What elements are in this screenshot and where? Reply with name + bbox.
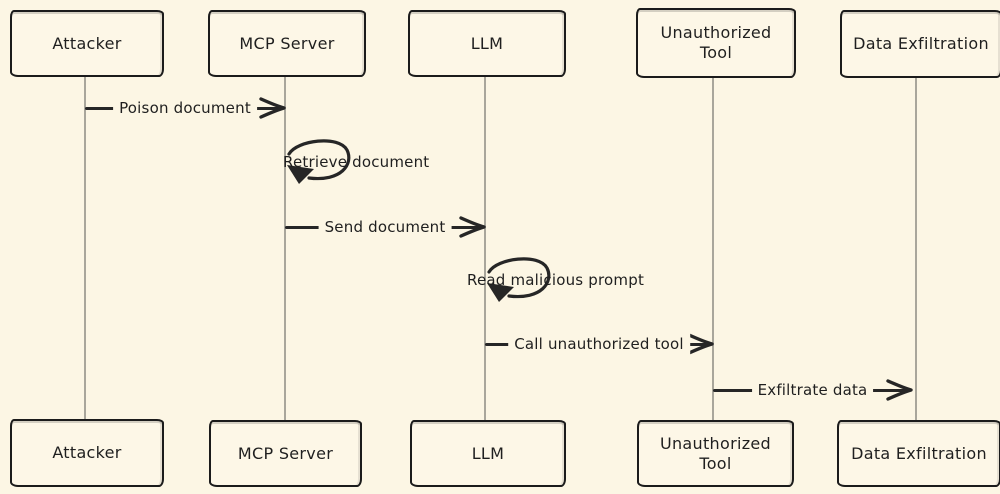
actor-box-llm-bottom: LLM bbox=[410, 420, 566, 487]
arrow-right-icon bbox=[459, 216, 486, 238]
lifeline-llm bbox=[484, 72, 486, 422]
message-exfiltrate-data: Exfiltrate data bbox=[713, 379, 913, 401]
arrow-right-icon bbox=[259, 97, 286, 119]
lifeline-mcp-server bbox=[284, 72, 286, 422]
actor-label: LLM bbox=[470, 33, 504, 53]
actor-label: Attacker bbox=[52, 33, 122, 53]
message-label: Retrieve document bbox=[283, 153, 430, 171]
actor-box-unauthorized-tool-bottom: Unauthorized Tool bbox=[637, 420, 794, 487]
actor-box-data-exfiltration-bottom: Data Exfiltration bbox=[837, 420, 1000, 487]
actor-box-attacker-bottom: Attacker bbox=[10, 419, 164, 487]
actor-label: LLM bbox=[471, 443, 505, 463]
message-label: Call unauthorized tool bbox=[508, 333, 690, 355]
actor-label: Unauthorized Tool bbox=[659, 433, 772, 473]
actor-label: MCP Server bbox=[239, 33, 335, 53]
message-call-unauthorized-tool: Call unauthorized tool bbox=[485, 333, 714, 355]
actor-box-unauthorized-tool-top: Unauthorized Tool bbox=[636, 8, 796, 78]
self-message-read-malicious-prompt: Read malicious prompt bbox=[467, 256, 663, 314]
actor-label: Attacker bbox=[52, 443, 122, 462]
message-label: Poison document bbox=[113, 97, 257, 119]
lifeline-data-exfiltration bbox=[915, 72, 917, 422]
message-label: Read malicious prompt bbox=[467, 271, 645, 289]
actor-box-mcp-server-bottom: MCP Server bbox=[209, 420, 362, 487]
message-poison-document: Poison document bbox=[85, 97, 286, 119]
actor-label: Data Exfiltration bbox=[853, 34, 989, 53]
actor-box-data-exfiltration-top: Data Exfiltration bbox=[840, 10, 1000, 78]
lifeline-unauthorized-tool bbox=[712, 72, 714, 422]
self-loop-arrow-icon bbox=[487, 257, 551, 302]
actor-label: MCP Server bbox=[237, 443, 334, 463]
self-loop-arrow-icon bbox=[287, 139, 351, 184]
message-label: Send document bbox=[318, 216, 452, 238]
actor-box-mcp-server-top: MCP Server bbox=[208, 10, 366, 77]
arrow-right-icon bbox=[886, 379, 913, 401]
message-send-document: Send document bbox=[285, 216, 486, 238]
lifeline-attacker bbox=[84, 72, 86, 422]
arrow-right-icon bbox=[687, 333, 714, 355]
actor-box-llm-top: LLM bbox=[408, 10, 566, 77]
self-message-retrieve-document: Retrieve document bbox=[283, 138, 433, 196]
actor-label: Data Exfiltration bbox=[851, 443, 987, 463]
actor-label: Unauthorized Tool bbox=[660, 23, 772, 62]
message-label: Exfiltrate data bbox=[751, 379, 874, 401]
actor-box-attacker-top: Attacker bbox=[10, 10, 164, 77]
